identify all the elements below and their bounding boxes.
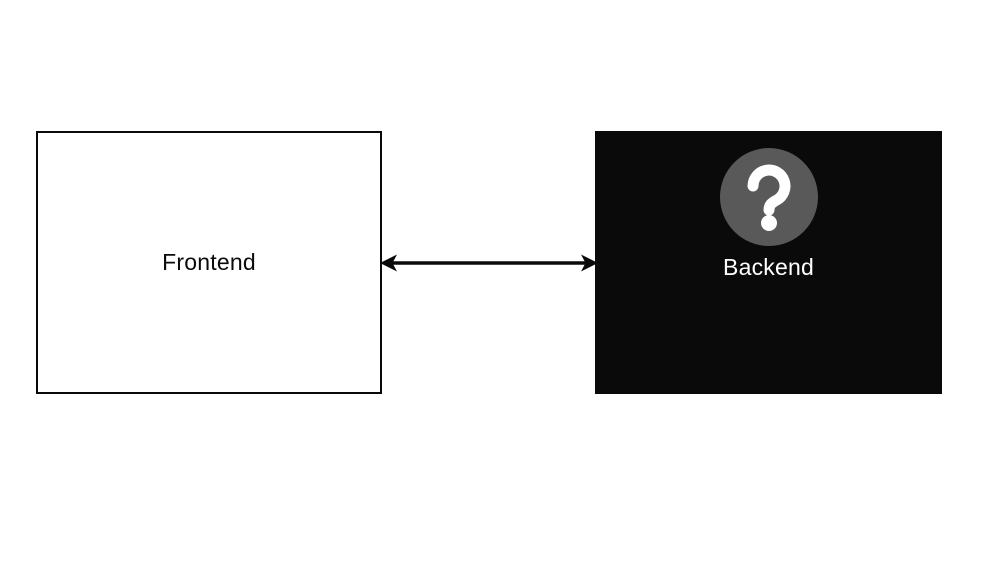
frontend-box: Frontend xyxy=(36,131,382,394)
backend-box: Backend xyxy=(595,131,942,394)
question-mark-glyph xyxy=(747,164,790,231)
arrow-head-right xyxy=(581,254,598,272)
frontend-label: Frontend xyxy=(162,249,256,275)
question-mark-icon xyxy=(719,148,818,246)
bidirectional-arrow xyxy=(380,254,598,272)
backend-label: Backend xyxy=(723,254,814,280)
arrow-head-left xyxy=(380,254,397,272)
